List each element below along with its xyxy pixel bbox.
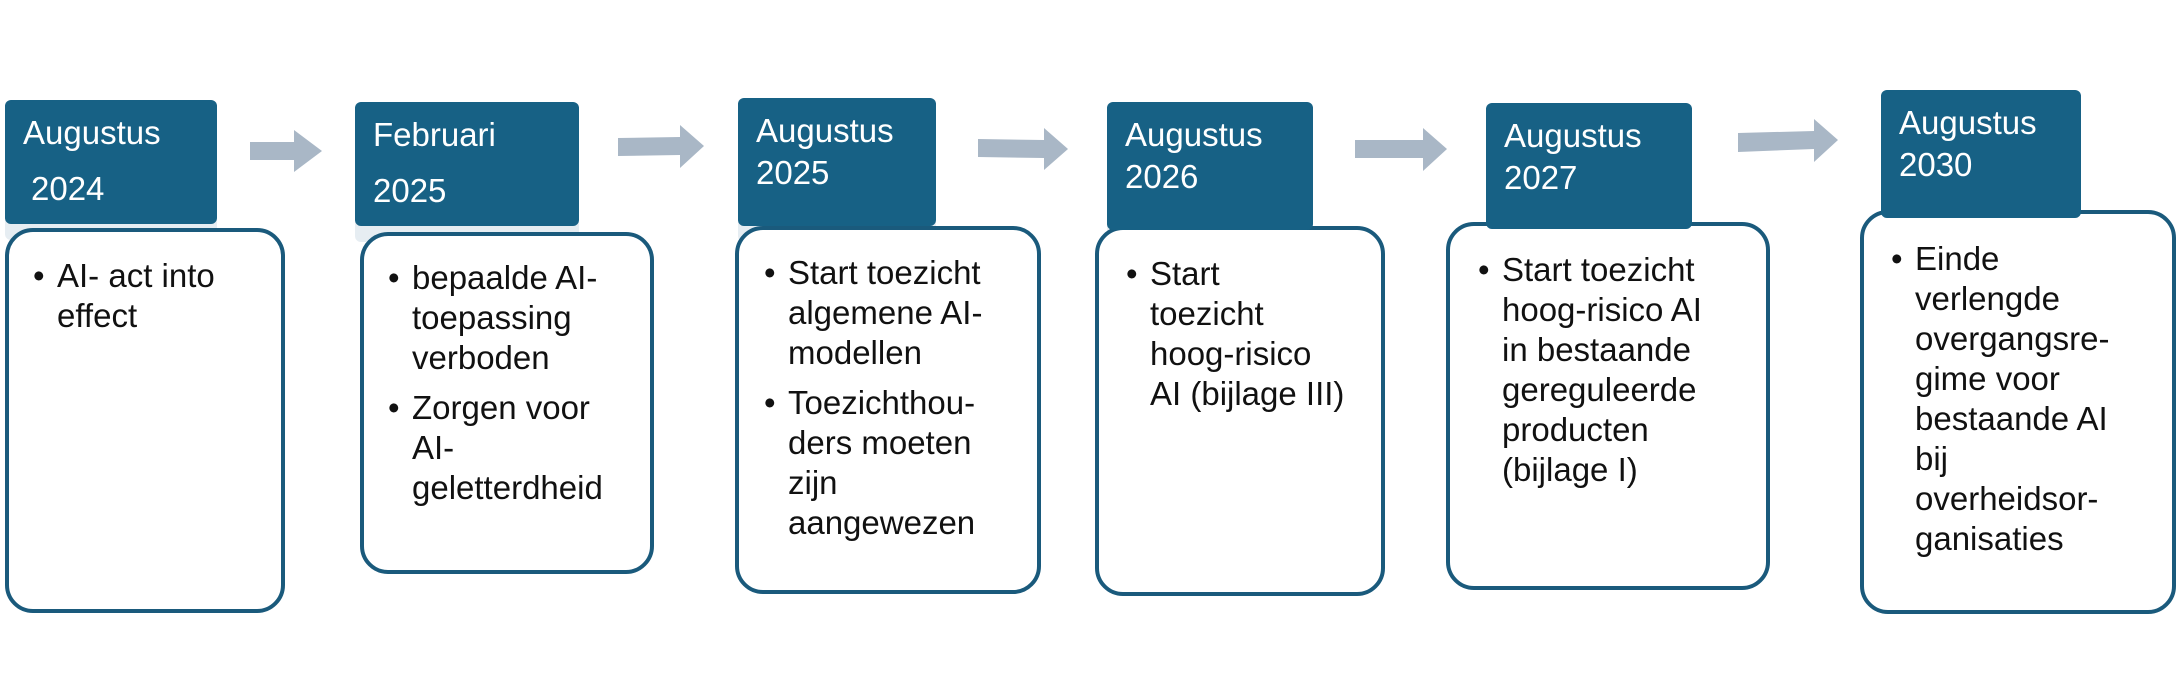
milestone-month: Februari bbox=[373, 116, 496, 153]
arrow-right-icon bbox=[1738, 119, 1838, 162]
list-item: • Start toezicht algemene AI- modellen bbox=[764, 254, 983, 371]
milestone-year: 2025 bbox=[756, 154, 830, 191]
milestone-items: • Start toezicht algemene AI- modellen •… bbox=[764, 253, 982, 553]
list-item: • Start toezicht hoog-risico AI (bijlage… bbox=[1126, 255, 1345, 412]
milestone-month: Augustus bbox=[756, 112, 894, 149]
milestone-date: Februari 2025 bbox=[355, 102, 579, 242]
arrow-right-icon bbox=[1355, 128, 1447, 171]
milestone-date: Augustus 2025 bbox=[738, 98, 936, 242]
milestone-items: • Einde verlengde overgangsre- gime voor… bbox=[1891, 239, 2109, 569]
arrow-right-icon bbox=[250, 130, 322, 172]
milestone-items: • Start toezicht hoog-risico AI in besta… bbox=[1478, 250, 1702, 500]
milestone-month: Augustus bbox=[1899, 104, 2037, 141]
milestone-month: Augustus bbox=[1504, 117, 1642, 154]
milestone-items: • Start toezicht hoog-risico AI (bijlage… bbox=[1126, 254, 1344, 424]
milestone-date: Augustus 2026 bbox=[1107, 102, 1313, 246]
milestone-year: 2024 bbox=[31, 170, 105, 207]
milestone-card bbox=[1095, 226, 1385, 596]
milestone-month: Augustus bbox=[23, 114, 161, 151]
arrow-right-icon bbox=[978, 128, 1068, 170]
milestone-year: 2027 bbox=[1504, 159, 1578, 196]
list-item: • AI- act into effect bbox=[33, 257, 215, 334]
list-item: • Einde verlengde overgangsre- gime voor… bbox=[1891, 240, 2110, 557]
list-item: • bepaalde AI- toepassing verboden bbox=[388, 259, 598, 376]
milestone-date: Augustus 2030 bbox=[1881, 90, 2081, 234]
arrow-right-icon bbox=[618, 125, 704, 168]
milestone-year: 2026 bbox=[1125, 158, 1199, 195]
milestone-card bbox=[5, 228, 285, 613]
list-item: • Start toezicht hoog-risico AI in besta… bbox=[1478, 251, 1702, 488]
milestone-items: • AI- act into effect bbox=[33, 256, 215, 346]
list-item: • Zorgen voor AI- geletterdheid bbox=[388, 389, 603, 506]
milestone-year: 2030 bbox=[1899, 146, 1973, 183]
list-item: • Toezichthou- ders moeten zijn aangewez… bbox=[764, 384, 976, 541]
milestone-card bbox=[1446, 222, 1770, 590]
milestone-year: 2025 bbox=[373, 172, 447, 209]
milestone-date: Augustus 2027 bbox=[1486, 103, 1692, 245]
milestone-month: Augustus bbox=[1125, 116, 1263, 153]
milestone-card bbox=[735, 226, 1041, 594]
milestone-card bbox=[360, 232, 654, 574]
milestone-date: Augustus 2024 bbox=[5, 100, 217, 240]
milestone-items: • bepaalde AI- toepassing verboden • Zor… bbox=[388, 258, 603, 518]
